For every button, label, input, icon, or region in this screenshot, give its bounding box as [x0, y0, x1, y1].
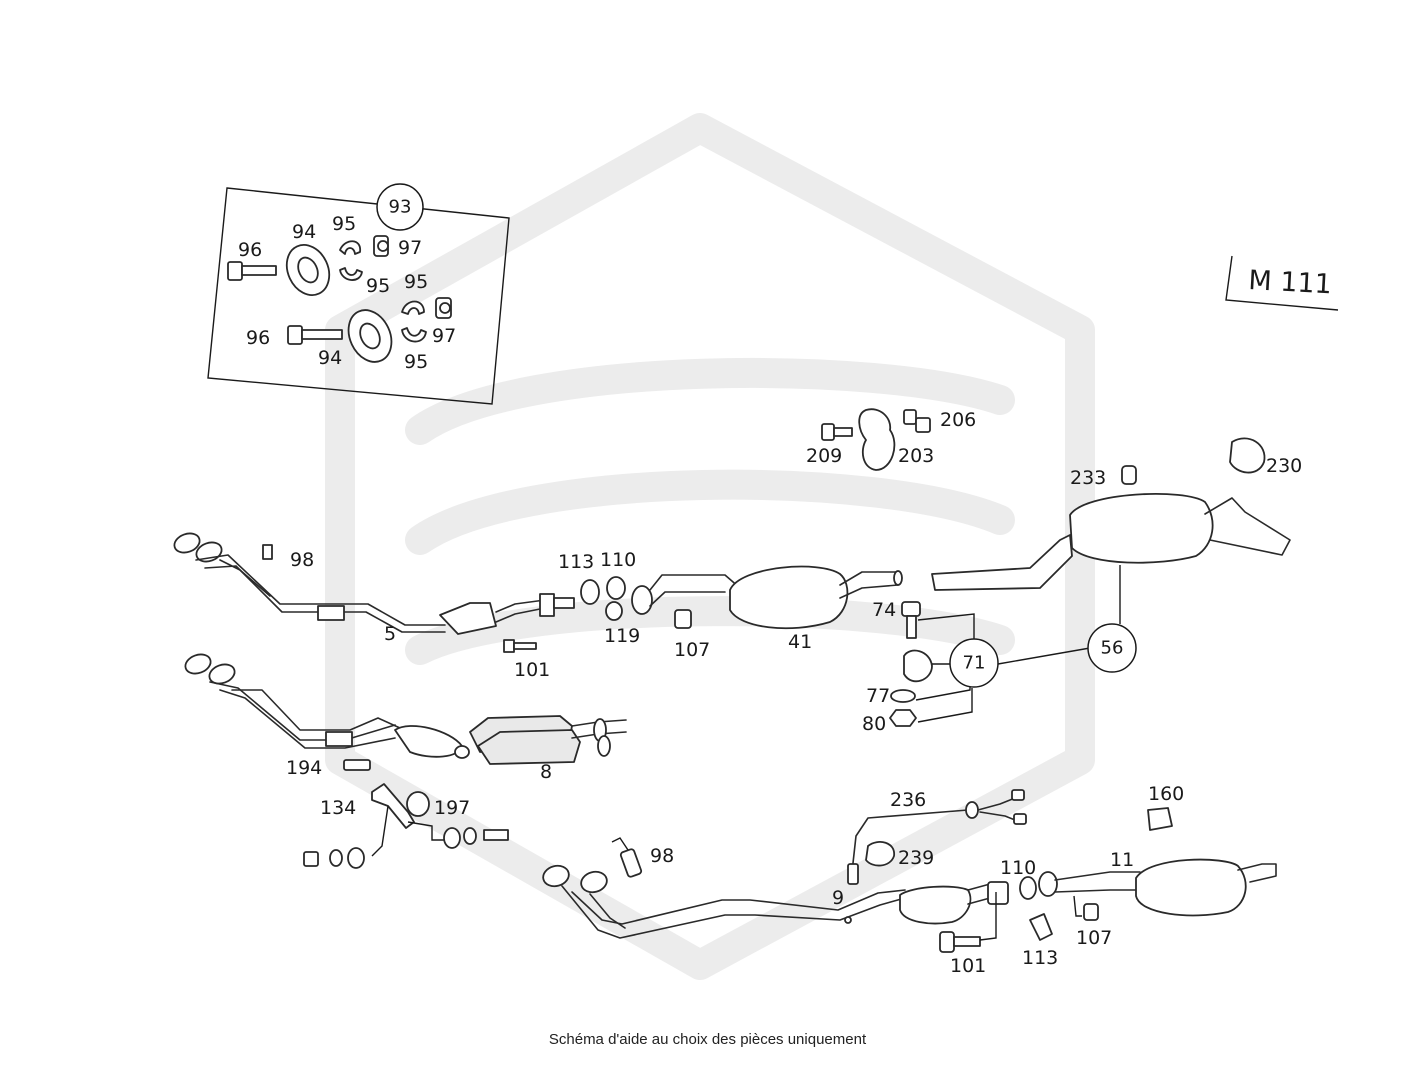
- label-209: 209: [806, 445, 842, 467]
- label-56: 56: [1101, 638, 1124, 659]
- label-239: 239: [898, 847, 934, 869]
- label-97: 97: [432, 325, 456, 347]
- label-94: 94: [318, 347, 342, 369]
- label-97: 97: [398, 237, 422, 259]
- label-107: 107: [1076, 927, 1112, 949]
- bracket-194: [343, 759, 371, 771]
- nut-icon: [373, 235, 389, 257]
- label-194: 194: [286, 757, 322, 779]
- label-197: 197: [434, 797, 470, 819]
- clamp-ring-icon: [339, 240, 363, 281]
- oxygen-sensor-236: [847, 789, 1027, 885]
- label-5: 5: [384, 623, 396, 645]
- nut-icon: [435, 297, 452, 319]
- flange-gasket-icon: [285, 244, 331, 296]
- exhaust-clamp-71: 71 56: [889, 565, 1137, 727]
- kit-callout-label: 93: [389, 197, 412, 218]
- label-101: 101: [950, 955, 986, 977]
- catalytic-converter-8: [184, 653, 627, 765]
- label-71: 71: [963, 653, 986, 674]
- label-95: 95: [404, 271, 428, 293]
- gasket-icon: [580, 576, 692, 629]
- gasket-kit-box: 93: [207, 183, 510, 405]
- label-11: 11: [1110, 849, 1134, 871]
- label-98: 98: [650, 845, 674, 867]
- label-95: 95: [404, 351, 428, 373]
- label-203: 203: [898, 445, 934, 467]
- engine-label-box: M 111: [1225, 255, 1339, 311]
- label-230: 230: [1266, 455, 1302, 477]
- label-8: 8: [540, 761, 552, 783]
- bracket-134: [303, 783, 509, 869]
- label-119: 119: [604, 625, 640, 647]
- label-134: 134: [320, 797, 356, 819]
- bolt-icon: [611, 837, 643, 878]
- label-98: 98: [290, 549, 314, 571]
- kit-callout-circle: [376, 183, 424, 231]
- label-236: 236: [890, 789, 926, 811]
- center-muffler-41: [631, 565, 903, 630]
- muffler-callout-circle: [1087, 623, 1137, 673]
- front-pipe-5: [173, 532, 575, 635]
- label-113: 113: [1022, 947, 1058, 969]
- flange-gasket-icon: [347, 309, 393, 363]
- clamp-ring-icon: [401, 300, 427, 343]
- label-80: 80: [862, 713, 886, 735]
- label-101: 101: [514, 659, 550, 681]
- label-41: 41: [788, 631, 812, 653]
- label-95: 95: [366, 275, 390, 297]
- label-94: 94: [292, 221, 316, 243]
- label-107: 107: [674, 639, 710, 661]
- label-96: 96: [238, 239, 262, 261]
- bolt-icon: [227, 261, 277, 281]
- label-233: 233: [1070, 467, 1106, 489]
- rear-muffler-56: [931, 437, 1291, 591]
- label-9: 9: [832, 887, 844, 909]
- hanger-203: [821, 408, 931, 471]
- label-110: 110: [600, 549, 636, 571]
- diagram-caption: Schéma d'aide au choix des pièces unique…: [548, 1031, 867, 1048]
- label-160: 160: [1148, 783, 1184, 805]
- clamp-callout-circle: [949, 638, 999, 688]
- label-206: 206: [940, 409, 976, 431]
- label-95: 95: [332, 213, 356, 235]
- label-74: 74: [872, 599, 896, 621]
- rear-muffler-11: [939, 807, 1277, 953]
- label-113: 113: [558, 551, 594, 573]
- label-77: 77: [866, 685, 890, 707]
- label-110: 110: [1000, 857, 1036, 879]
- front-pipe-9: [542, 864, 1009, 939]
- label-96: 96: [246, 327, 270, 349]
- engine-label: M 111: [1248, 265, 1333, 300]
- bolt-icon: [287, 325, 343, 345]
- bolt-icon: [503, 639, 537, 653]
